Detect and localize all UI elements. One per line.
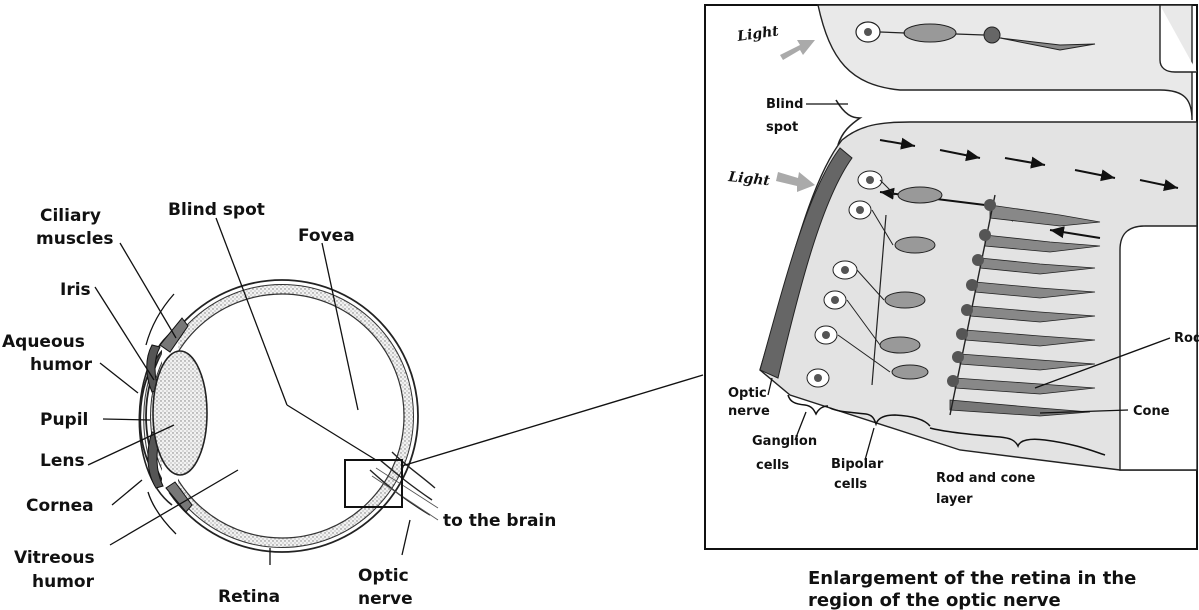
label-aqueous-2: humor — [30, 355, 93, 375]
label-cone: Cone — [1133, 404, 1170, 419]
label-optic-1: Optic — [358, 566, 409, 586]
lens — [153, 351, 207, 475]
label-panel-optic-2: nerve — [728, 404, 770, 419]
label-iris: Iris — [60, 280, 91, 300]
label-ciliary-2: muscles — [36, 229, 114, 249]
caption-line-2: region of the optic nerve — [808, 590, 1061, 610]
label-ganglion-2: cells — [756, 458, 789, 473]
label-cornea: Cornea — [26, 496, 94, 516]
label-blind-1: Blind — [766, 97, 803, 112]
label-to-the-brain: to the brain — [443, 511, 556, 531]
label-retina: Retina — [218, 587, 280, 607]
label-blind-spot: Blind spot — [168, 200, 265, 220]
label-vitreous-2: humor — [32, 572, 95, 592]
label-rodcone-1: Rod and cone — [936, 471, 1036, 486]
label-rod: Rod — [1174, 331, 1199, 346]
label-blind-2: spot — [766, 120, 798, 135]
label-lens: Lens — [40, 451, 85, 471]
label-vitreous-1: Vitreous — [14, 548, 95, 568]
caption-line-1: Enlargement of the retina in the — [808, 568, 1136, 589]
label-ganglion-1: Ganglion — [752, 434, 817, 449]
label-bipolar-2: cells — [834, 477, 867, 492]
retina-enlargement-panel: Light Light Blind spot Optic nerve Gangl… — [705, 5, 1199, 549]
label-aqueous-1: Aqueous — [2, 332, 85, 352]
label-optic-2: nerve — [358, 589, 413, 609]
label-panel-optic-1: Optic — [728, 386, 767, 401]
eye-cross-section — [139, 280, 703, 552]
label-fovea: Fovea — [298, 226, 355, 246]
label-bipolar-1: Bipolar — [831, 457, 884, 472]
label-pupil: Pupil — [40, 410, 88, 430]
label-ciliary-1: Ciliary — [40, 206, 101, 226]
label-rodcone-2: layer — [936, 492, 973, 507]
